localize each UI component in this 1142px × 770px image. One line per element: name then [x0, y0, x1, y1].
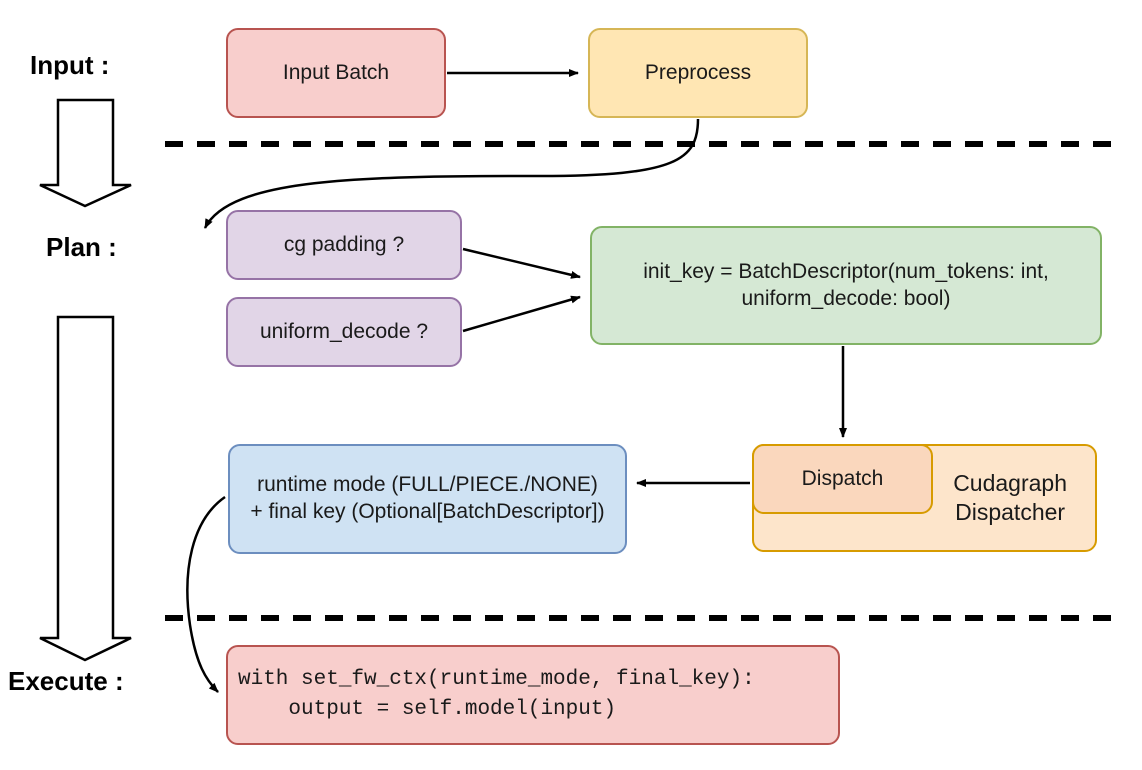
node-input-batch-label: Input Batch	[282, 60, 390, 84]
node-cudagraph-dispatcher-label: Cudagraph Dispatcher	[953, 469, 1067, 528]
node-runtime-mode-line1: runtime mode (FULL/PIECE./NONE)	[257, 473, 598, 497]
node-execute-code-line2: output = self.model(input)	[238, 698, 617, 721]
node-execute-code-label: with set_fw_ctx(runtime_mode, final_key)…	[238, 665, 755, 726]
node-dispatch-label: Dispatch	[801, 466, 884, 490]
node-init-key-line2: uniform_decode: bool)	[741, 286, 951, 310]
node-runtime-mode-line2: + final key (Optional[BatchDescriptor])	[250, 500, 605, 523]
node-init-key-label: init_key = BatchDescriptor(num_tokens: i…	[643, 259, 1049, 313]
node-uniform-decode[interactable]: uniform_decode ?	[226, 297, 462, 367]
node-cg-padding[interactable]: cg padding ?	[226, 210, 462, 280]
node-execute-code[interactable]: with set_fw_ctx(runtime_mode, final_key)…	[226, 645, 840, 745]
node-preprocess[interactable]: Preprocess	[588, 28, 808, 118]
connector-preprocess-to-cg-padding	[203, 118, 700, 229]
connector-uniform-decode-to-init-key	[462, 295, 581, 333]
stage-label-input: Input :	[30, 50, 110, 80]
node-uniform-decode-label: uniform_decode ?	[259, 319, 429, 343]
node-init-key-line1: init_key = BatchDescriptor(num_tokens: i…	[643, 259, 1049, 283]
stage-label-execute: Execute :	[8, 666, 124, 696]
node-preprocess-label: Preprocess	[644, 60, 752, 84]
node-cudagraph-line2: Dispatcher	[955, 499, 1066, 525]
node-cudagraph-line1: Cudagraph	[953, 469, 1067, 496]
stage-label-plan: Plan :	[46, 232, 117, 262]
node-runtime-mode[interactable]: runtime mode (FULL/PIECE./NONE) + final …	[228, 444, 627, 554]
stage-arrow-input-to-plan	[39, 98, 132, 208]
node-runtime-mode-label: runtime mode (FULL/PIECE./NONE) + final …	[250, 472, 604, 526]
stage-arrow-plan-to-execute	[39, 315, 132, 662]
connector-runtime-mode-to-execute-code	[186, 495, 226, 693]
node-dispatch[interactable]: Dispatch	[752, 444, 933, 514]
node-init-key[interactable]: init_key = BatchDescriptor(num_tokens: i…	[590, 226, 1102, 345]
connector-cg-padding-to-init-key	[462, 247, 581, 279]
node-cg-padding-label: cg padding ?	[283, 232, 405, 256]
node-input-batch[interactable]: Input Batch	[226, 28, 446, 118]
node-execute-code-line1: with set_fw_ctx(runtime_mode, final_key)…	[238, 667, 755, 691]
